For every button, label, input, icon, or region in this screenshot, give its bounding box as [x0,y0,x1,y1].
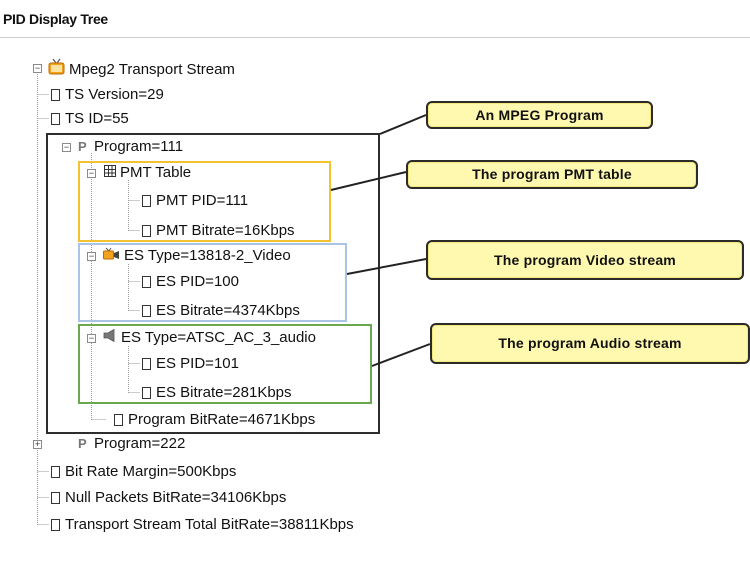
video-pid-label: ES PID=100 [156,273,239,291]
video-bitrate-label: ES Bitrate=4374Kbps [156,302,300,320]
document-leaf-icon [142,305,151,318]
callout-audio-stream-text: The program Audio stream [498,335,682,351]
tree-node-pmt-pid[interactable]: PMT PID=111 [142,190,248,212]
callout-mpeg-program-text: An MPEG Program [475,107,604,123]
collapse-program-111-toggle[interactable]: − [62,142,71,152]
program-bitrate-label: Program BitRate=4671Kbps [128,411,316,429]
p-letter-icon: P [78,139,87,155]
tree-node-root[interactable]: Mpeg2 Transport Stream [48,58,235,80]
tree-node-null-packets[interactable]: Null Packets BitRate=34106Kbps [51,487,286,509]
tree-node-pmt-table[interactable]: PMT Table [104,162,191,184]
table-icon [104,162,116,184]
program-222-label: Program=222 [94,435,186,453]
document-leaf-icon [142,195,151,208]
tree-node-video-bitrate[interactable]: ES Bitrate=4374Kbps [142,300,300,322]
panel-header: PID Display Tree [0,0,750,38]
tree-node-program-bitrate[interactable]: Program BitRate=4671Kbps [114,409,315,431]
audio-pid-label: ES PID=101 [156,355,239,373]
program-111-label: Program=111 [94,138,184,156]
callout-video-stream: The program Video stream [426,240,744,280]
collapse-video-toggle[interactable]: − [87,251,96,261]
collapse-pmt-toggle[interactable]: − [87,168,96,178]
collapse-audio-toggle[interactable]: − [87,333,96,343]
pmt-table-label: PMT Table [120,164,192,182]
audio-es-label: ES Type=ATSC_AC_3_audio [121,329,316,347]
p-letter-icon: P [78,436,87,452]
tree-node-audio-bitrate[interactable]: ES Bitrate=281Kbps [142,382,292,404]
collapse-root-toggle[interactable]: − [33,63,42,73]
document-leaf-icon [51,492,60,505]
video-camera-icon [103,245,120,267]
null-packets-label: Null Packets BitRate=34106Kbps [65,489,287,507]
tree-node-video-es[interactable]: ES Type=13818-2_Video [103,245,291,267]
tree-node-audio-es[interactable]: ES Type=ATSC_AC_3_audio [103,327,316,349]
panel-title: PID Display Tree [3,11,108,27]
callout-mpeg-program: An MPEG Program [426,101,653,129]
document-leaf-icon [51,519,60,532]
pmt-pid-label: PMT PID=111 [156,192,249,210]
callout-pmt-table-text: The program PMT table [472,166,632,182]
tree-node-ts-id[interactable]: TS ID=55 [51,108,129,130]
tree-node-ts-version[interactable]: TS Version=29 [51,84,164,106]
speaker-icon [103,327,117,349]
tree-node-audio-pid[interactable]: ES PID=101 [142,353,239,375]
tv-folder-icon [48,58,65,82]
callout-pmt-table: The program PMT table [406,160,698,189]
document-leaf-icon [51,466,60,479]
bit-rate-margin-label: Bit Rate Margin=500Kbps [65,463,237,481]
callout-video-stream-text: The program Video stream [494,252,676,268]
ts-version-label: TS Version=29 [65,86,164,104]
document-leaf-icon [51,113,60,126]
document-leaf-icon [114,414,123,427]
tree-node-ts-total[interactable]: Transport Stream Total BitRate=38811Kbps [51,514,354,536]
tree-node-program-222[interactable]: P Program=222 [78,433,185,455]
video-es-label: ES Type=13818-2_Video [124,247,291,265]
tree-node-pmt-bitrate[interactable]: PMT Bitrate=16Kbps [142,220,295,242]
document-leaf-icon [142,276,151,289]
document-leaf-icon [142,358,151,371]
tree-node-program-111[interactable]: P Program=111 [78,136,183,158]
document-leaf-icon [142,225,151,238]
audio-bitrate-label: ES Bitrate=281Kbps [156,384,292,402]
ts-id-label: TS ID=55 [65,110,129,128]
tree-node-video-pid[interactable]: ES PID=100 [142,271,239,293]
pmt-bitrate-label: PMT Bitrate=16Kbps [156,222,295,240]
tree-node-bit-rate-margin[interactable]: Bit Rate Margin=500Kbps [51,461,236,483]
ts-total-label: Transport Stream Total BitRate=38811Kbps [65,516,354,534]
document-leaf-icon [142,387,151,400]
expand-program-222-toggle[interactable]: + [33,439,42,449]
document-leaf-icon [51,89,60,102]
root-label: Mpeg2 Transport Stream [69,61,235,78]
callout-audio-stream: The program Audio stream [430,323,750,364]
